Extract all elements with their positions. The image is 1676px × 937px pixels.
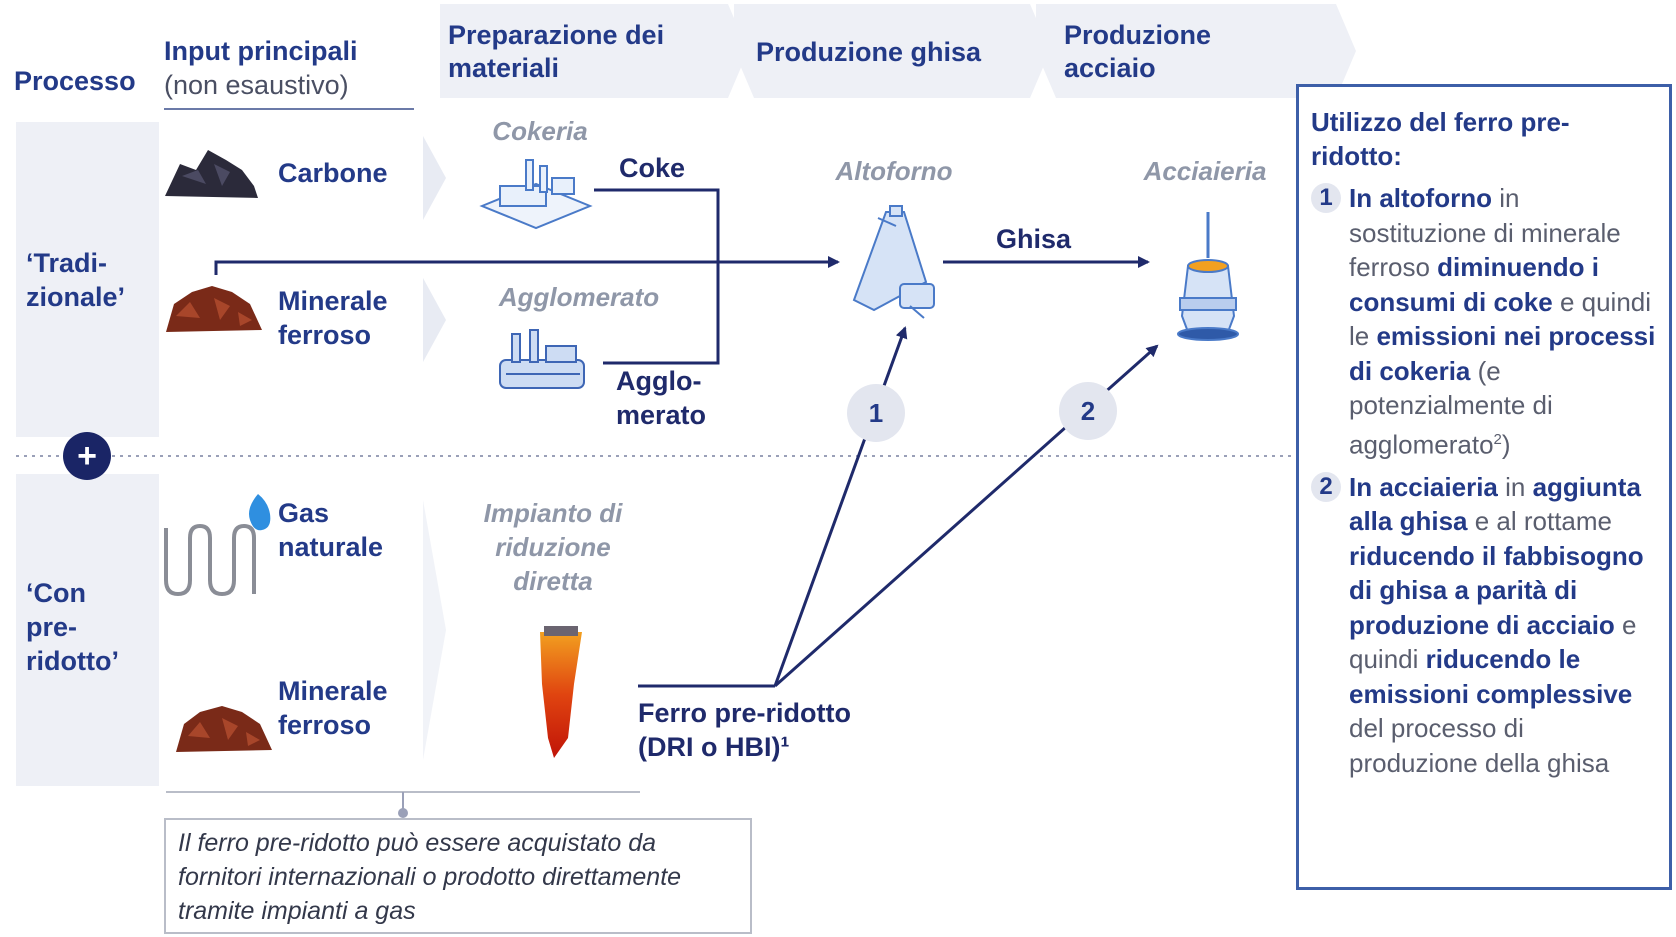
plus-icon bbox=[63, 432, 111, 480]
header-process: Processo bbox=[14, 66, 136, 96]
iron-ore-icon bbox=[166, 286, 262, 332]
steel-converter-icon bbox=[1177, 212, 1239, 341]
small-chevron bbox=[423, 278, 446, 362]
header-input-underline bbox=[164, 108, 414, 110]
side-item-1-text-1: in sostituzione di minerale ferroso bbox=[1349, 183, 1621, 282]
coal-icon bbox=[165, 150, 258, 198]
note-box: Il ferro pre-ridotto può essere acquista… bbox=[164, 818, 752, 934]
marker-1-label: 1 bbox=[868, 398, 884, 428]
side-info-box: Utilizzo del ferro pre-ridotto: 1 In alt… bbox=[1296, 84, 1672, 890]
coke-plant-icon bbox=[479, 159, 593, 230]
side-item-1-text-3: (e potenzialmente di agglomerato bbox=[1349, 355, 1553, 460]
side-item-1-number: 1 bbox=[1311, 183, 1341, 213]
side-item-1-footnote: 2 bbox=[1493, 430, 1502, 448]
stage-header-acciaio bbox=[1036, 4, 1356, 98]
header-input: Input principali (non esaustivo) bbox=[164, 34, 358, 102]
side-item-2-number: 2 bbox=[1311, 471, 1341, 502]
plant-label-acciaieria: Acciaieria bbox=[1143, 156, 1267, 186]
side-item-2-bold-4: riducendo le emissioni complessive bbox=[1349, 644, 1633, 709]
flame-icon bbox=[249, 494, 271, 531]
marker-2-label: 2 bbox=[1080, 396, 1096, 426]
header-input-title: Input principali bbox=[164, 36, 358, 66]
row-panel-prereduced bbox=[16, 474, 159, 786]
stage-label-preparazione: Preparazione dei materiali bbox=[448, 20, 665, 83]
side-item-2-text-4: del processo di produzione della ghisa bbox=[1349, 713, 1610, 778]
row-label-prereduced: ‘Con pre- ridotto’ bbox=[26, 578, 119, 676]
side-item-1-bold-2: diminuendo i consumi di coke bbox=[1349, 252, 1599, 317]
side-item-1-text-4: ) bbox=[1501, 429, 1511, 460]
side-item-1: 1 In altoforno in sostituzione di minera… bbox=[1311, 181, 1659, 462]
stage-label-acciaio: Produzione acciaio bbox=[1064, 20, 1211, 83]
plant-label-riduzione: Impianto di riduzione diretta bbox=[483, 498, 623, 596]
side-item-2-text-1: in bbox=[1497, 471, 1533, 502]
flow-line-coke bbox=[594, 188, 720, 365]
side-item-2-text-2: e al rottame bbox=[1467, 506, 1613, 537]
blast-furnace-icon bbox=[852, 205, 935, 319]
side-item-2-bold-2: aggiunta alla ghisa bbox=[1349, 471, 1641, 537]
side-item-1-bold-3: emissioni nei processi di cokeria bbox=[1349, 321, 1656, 386]
flow-line-to-altoforno bbox=[773, 326, 908, 687]
gas-pipe-icon bbox=[164, 523, 256, 597]
side-item-1-bold-1: In altoforno bbox=[1349, 183, 1492, 213]
input-label-carbone: Carbone bbox=[278, 158, 388, 188]
side-item-2-bold-1: In acciaieria bbox=[1349, 471, 1498, 502]
marker-circle-1 bbox=[847, 384, 905, 442]
side-box-title: Utilizzo del ferro pre-ridotto: bbox=[1311, 107, 1570, 171]
sinter-plant-icon bbox=[499, 329, 585, 389]
side-item-2-text-3: e quindi bbox=[1349, 609, 1637, 675]
dri-reactor-icon bbox=[540, 626, 582, 758]
flow-label-agglomerato: Agglo- merato bbox=[616, 366, 707, 430]
row-label-traditional: ‘Tradi- zionale’ bbox=[26, 248, 126, 312]
input-label-minerale: Minerale ferroso bbox=[278, 286, 388, 350]
iron-ore-icon bbox=[176, 706, 272, 752]
flow-label-ghisa: Ghisa bbox=[996, 224, 1072, 254]
stage-header-preparazione bbox=[440, 4, 748, 98]
note-bracket-dot bbox=[398, 808, 408, 818]
plant-label-cokeria: Cokeria bbox=[492, 116, 588, 146]
side-item-2: 2 In acciaieria in aggiunta alla ghisa e… bbox=[1311, 470, 1659, 781]
flow-label-coke: Coke bbox=[619, 153, 686, 183]
input-label-minerale-2: Minerale ferroso bbox=[278, 676, 388, 740]
small-chevron bbox=[423, 500, 446, 760]
input-label-gas: Gas naturale bbox=[278, 498, 384, 562]
flow-line-ore bbox=[214, 256, 840, 275]
header-input-subtitle: (non esaustivo) bbox=[164, 70, 349, 100]
stage-header-ghisa bbox=[734, 4, 1050, 98]
plant-label-altoforno: Altoforno bbox=[835, 156, 953, 186]
flow-label-ferro-preridotto: Ferro pre-ridotto (DRI o HBI)¹ bbox=[638, 698, 851, 762]
side-item-2-bold-3: riducendo il fabbisogno di ghisa a parit… bbox=[1349, 540, 1644, 640]
small-chevron bbox=[423, 136, 446, 220]
plant-label-agglomerato: Agglomerato bbox=[498, 282, 660, 312]
row-panel-traditional bbox=[16, 122, 159, 437]
side-item-1-text-2: e quindi le bbox=[1349, 286, 1652, 352]
plus-label: + bbox=[77, 437, 97, 475]
stage-label-ghisa: Produzione ghisa bbox=[756, 37, 982, 67]
marker-circle-2 bbox=[1059, 382, 1117, 440]
